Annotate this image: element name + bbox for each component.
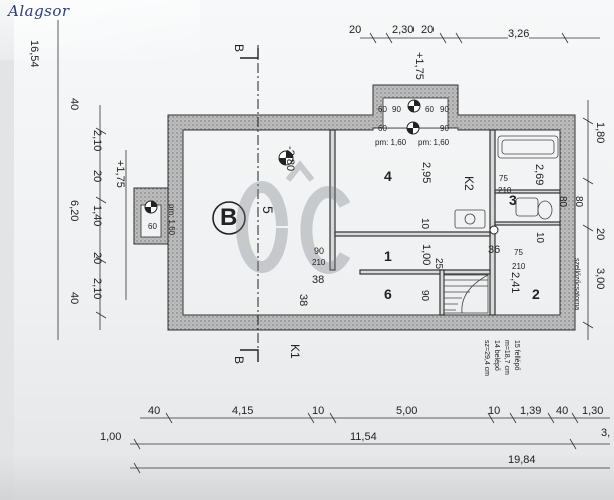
room-2-area: 2,41 xyxy=(509,272,521,294)
small-10b: 10 xyxy=(534,232,545,244)
room-5-label: 5 xyxy=(260,206,276,214)
room-1-area: 1,00 xyxy=(420,244,432,266)
landing-dim-60b: 60 xyxy=(425,105,434,114)
dim-top-326: 3,26 xyxy=(508,28,530,40)
level-markers xyxy=(144,99,499,235)
vent-label: szellőzőcsatorna xyxy=(573,258,580,311)
room-2-label: 2 xyxy=(532,286,540,302)
landing-dim-90b: 90 xyxy=(440,105,449,114)
staircase xyxy=(443,274,489,314)
small-90b: 90 xyxy=(419,290,430,302)
small-10a: 10 xyxy=(419,218,430,230)
stairs-note-3: 14 belépő xyxy=(493,340,500,371)
bathroom-fixtures xyxy=(454,135,559,229)
dim-right-180: 1,80 xyxy=(594,122,606,144)
small-25: 25 xyxy=(433,258,444,270)
dim-left-20a: 20 xyxy=(91,170,103,183)
room-6-label: 6 xyxy=(384,286,392,302)
left-dimension-lines xyxy=(57,20,127,340)
dim-bottom-10a: 10 xyxy=(312,405,325,417)
paper-shadow-bottom xyxy=(0,455,614,500)
dim-left-40a: 40 xyxy=(68,98,80,111)
dim-top-230: 2,30 xyxy=(392,24,414,36)
dim-bottom-500: 5,00 xyxy=(396,405,418,417)
dim-left-210a: 2,10 xyxy=(91,130,103,152)
landing-dim-90a: 90 xyxy=(392,105,401,114)
paper-shadow-left xyxy=(0,0,14,500)
dim-bottom-10b: 10 xyxy=(488,405,501,417)
room-4-area: 2,95 xyxy=(420,162,432,184)
dim-bottom-3: 3, xyxy=(601,427,611,439)
paper-glare xyxy=(0,0,200,60)
small-80a: 80 xyxy=(557,196,568,208)
room-1-label: 1 xyxy=(384,248,392,264)
room-k2-label: K2 xyxy=(462,176,476,191)
interior-walls xyxy=(329,129,561,316)
handwritten-title: Alagsor xyxy=(8,2,70,20)
pm-160-b: pm: 1,60 xyxy=(418,138,450,147)
building-b-marker xyxy=(212,201,246,235)
small-210a: 210 xyxy=(312,258,326,267)
section-k1: K1 xyxy=(288,344,302,359)
room-3-label: 3 xyxy=(509,192,517,208)
small-75b: 75 xyxy=(514,248,523,257)
small-210b: 210 xyxy=(498,186,512,195)
landing-dim-60c: 60 xyxy=(378,124,387,133)
bottom-dimension-lines xyxy=(130,412,610,474)
room-4-label: 4 xyxy=(384,168,392,184)
dim-left-40b: 40 xyxy=(68,292,80,305)
right-dimension-lines xyxy=(582,100,594,340)
small-38b: 38 xyxy=(297,294,309,307)
building-letter: B xyxy=(220,204,238,231)
level-top-plus175: +1,75 xyxy=(413,52,425,80)
small-80b: 80 xyxy=(573,196,584,208)
dim-right-20: 20 xyxy=(594,228,606,241)
stairs-note-2: m=18,7 cm xyxy=(503,340,510,375)
dim-bottom-139: 1,39 xyxy=(520,405,542,417)
small-210c: 210 xyxy=(512,262,526,271)
dim-bottom-415: 4,15 xyxy=(232,405,254,417)
dim-bottom-1984: 19,84 xyxy=(508,454,536,466)
level-minus280: -2,80 xyxy=(284,146,296,172)
pm-160-left: pm: 1,60 xyxy=(167,204,176,236)
dim-right-300: 3,00 xyxy=(594,268,606,290)
dim-bottom-100: 1,00 xyxy=(100,431,122,443)
pm-160-a: pm: 1,60 xyxy=(375,138,407,147)
small-60: 60 xyxy=(148,222,157,231)
dim-bottom-40a: 40 xyxy=(148,405,161,417)
room-3-area: 2,69 xyxy=(533,164,545,186)
small-36: 36 xyxy=(488,244,501,256)
top-dimension-line xyxy=(360,32,600,44)
dim-bottom-40b: 40 xyxy=(556,405,569,417)
landing-dim-60a: 60 xyxy=(378,105,387,114)
dim-top-20b: 20 xyxy=(421,24,434,36)
dim-left-620: 6,20 xyxy=(68,200,80,222)
dim-top-20a: 20 xyxy=(349,24,362,36)
dim-left-20b: 20 xyxy=(91,252,103,265)
landing-dim-90c: 90 xyxy=(440,124,449,133)
dim-left-210b: 2,10 xyxy=(91,278,103,300)
small-38a: 38 xyxy=(312,274,325,286)
dim-left-140: 1,40 xyxy=(91,205,103,227)
small-75a: 75 xyxy=(499,174,508,183)
watermark-logo xyxy=(236,160,351,274)
dim-left-1654: 16,54 xyxy=(28,40,40,68)
dim-bottom-1154: 11,54 xyxy=(350,431,377,443)
section-line-b xyxy=(240,45,259,362)
section-b-top: B xyxy=(232,44,246,53)
level-left-plus175: +1,75 xyxy=(114,160,126,188)
stairs-note-1: 15 fellépő xyxy=(513,340,520,371)
stairs-note-4: sz=29,4 cm xyxy=(483,340,490,376)
dim-bottom-130: 1,30 xyxy=(582,405,604,417)
section-b-bottom: B xyxy=(232,356,246,365)
small-90a: 90 xyxy=(314,246,325,256)
